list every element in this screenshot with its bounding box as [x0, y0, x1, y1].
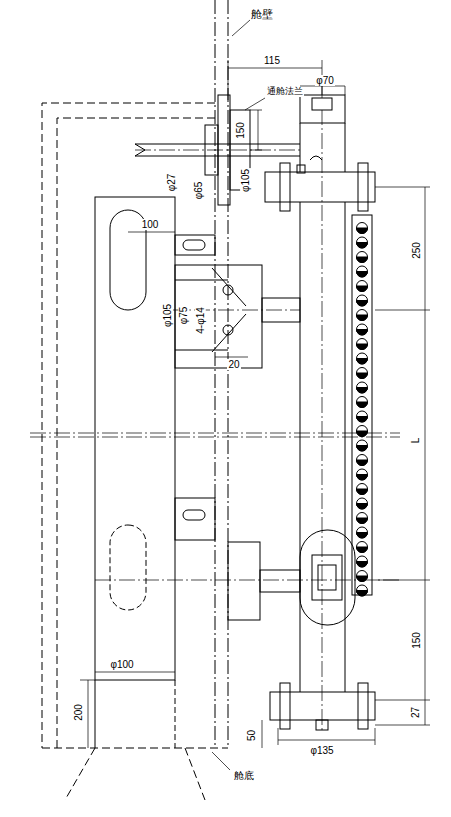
bottom-flange: [270, 683, 375, 730]
dimension-label: 150: [235, 121, 246, 140]
dimension-label: φ100: [109, 659, 134, 670]
dimension-label: 27: [411, 705, 422, 718]
centerlines: [30, 85, 400, 730]
dimension-label: φ70: [315, 75, 335, 86]
dimension-label: 100: [141, 219, 160, 230]
outer-tank-outline: [42, 103, 228, 800]
lower-connection-float: [228, 530, 355, 625]
main-tube: [300, 123, 372, 692]
dimension-label: φ105: [240, 167, 251, 192]
top-flange: [265, 163, 375, 211]
mid-connection: [175, 265, 300, 368]
through-flange: [135, 95, 345, 205]
dimension-label: 115: [263, 55, 281, 66]
indicator-balls: [357, 223, 368, 597]
dimension-label: φ135: [309, 745, 334, 756]
dimension-label: 150: [411, 631, 422, 650]
dimension-label: 200: [73, 703, 84, 722]
dimension-label: 通舱法兰: [266, 87, 304, 97]
dimension-label: 舱壁: [250, 8, 274, 20]
dimension-label: 50: [247, 728, 258, 741]
dimension-label: L: [411, 436, 422, 444]
bulkhead: [215, 0, 228, 748]
dimension-label: φ105: [162, 302, 173, 327]
dimension-label: φ27: [166, 172, 177, 192]
dimension-lines: [80, 20, 430, 770]
dimension-label: 舱底: [233, 770, 255, 781]
dimension-label: 4-φ14: [195, 306, 206, 335]
dimension-label: 20: [227, 359, 240, 370]
dimension-label: φ75: [178, 305, 189, 325]
dimension-label: 250: [411, 241, 422, 260]
dimension-label: φ65: [193, 180, 204, 200]
